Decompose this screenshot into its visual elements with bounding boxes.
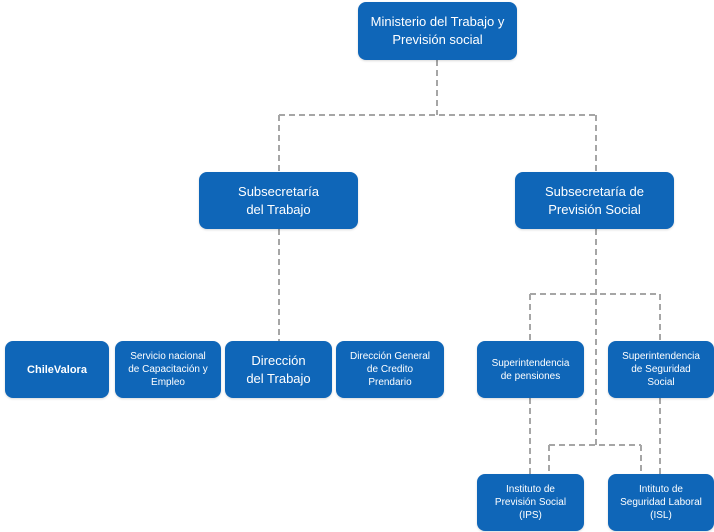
node-sence: Servicio nacional de Capacitación y Empl… — [115, 341, 221, 398]
node-subsecretaria-prevision: Subsecretaría de Previsión Social — [515, 172, 674, 229]
node-superintendencia-pensiones: Superintendencia de pensiones — [477, 341, 584, 398]
node-direccion-credito: Dirección General de Credito Prendario — [336, 341, 444, 398]
node-subsecretaria-trabajo: Subsecretaría del Trabajo — [199, 172, 358, 229]
node-direccion-trabajo: Dirección del Trabajo — [225, 341, 332, 398]
node-superintendencia-seguridad: Superintendencia de Seguridad Social — [608, 341, 714, 398]
node-ministerio: Ministerio del Trabajo y Previsión socia… — [358, 2, 517, 60]
node-ips: Instituto de Previsión Social (IPS) — [477, 474, 584, 531]
connector-ministerio-subsecretarias — [278, 60, 597, 172]
connector-institutos — [548, 444, 642, 474]
node-isl: Intituto de Seguridad Laboral (ISL) — [608, 474, 714, 531]
node-chilevalora: ChileValora — [5, 341, 109, 398]
connector-prevision-superintendencias — [529, 229, 661, 445]
